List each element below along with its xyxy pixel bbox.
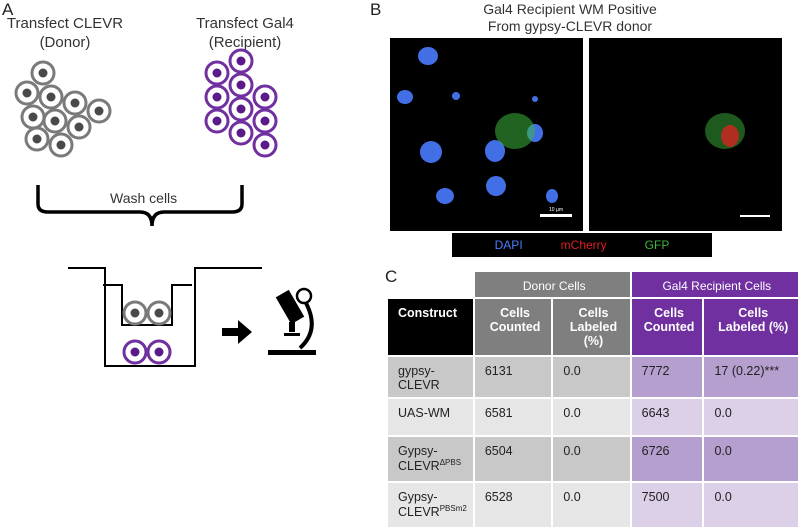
recipient-cells-header: Gal4 Recipient Cells [631, 272, 798, 297]
table-row: gypsy-CLEVR 6131 0.0 7772 17 (0.22)*** [388, 357, 798, 397]
recipient-counted-cell: 6726 [631, 437, 703, 481]
donor-labeled-cell: 0.0 [553, 357, 630, 397]
donor-label-line2: (Donor) [39, 34, 91, 51]
panel-b-letter: B [370, 0, 382, 19]
panel-a-letter: A [2, 0, 14, 19]
panel-c-letter: C [385, 267, 398, 286]
donor-cells-header: Donor Cells [474, 272, 630, 297]
arrow-icon [222, 320, 252, 344]
recipient-label: Transfect Gal4 (Recipient) [180, 14, 310, 52]
construct-superscript: PBSm2 [439, 504, 467, 513]
donor-labeled-cell: 0.0 [553, 483, 630, 527]
table-row: Gypsy-CLEVRΔPBS 6504 0.0 6726 0.0 [388, 437, 798, 481]
scale-bar [540, 214, 572, 217]
donor-counted-header: Cells Counted [474, 299, 552, 355]
scale-bar [740, 215, 770, 217]
wash-label: Wash cells [110, 190, 178, 206]
construct-cell: gypsy-CLEVR [388, 357, 473, 397]
mcherry-signal [721, 125, 739, 147]
donor-labeled-header: Cells Labeled (%) [553, 299, 630, 355]
recipient-counted-header: Cells Counted [631, 299, 703, 355]
panel-b-title-line1: Gal4 Recipient WM Positive [483, 1, 657, 17]
table-row: UAS-WM 6581 0.0 6643 0.0 [388, 399, 798, 435]
gfp-cell [495, 113, 535, 149]
donor-counted-cell: 6131 [474, 357, 552, 397]
microscope-icon [268, 287, 316, 355]
legend-gfp: GFP [644, 238, 670, 252]
construct-superscript: ΔPBS [439, 458, 462, 467]
transwell-diagram [68, 267, 262, 367]
legend-mcherry: mCherry [560, 238, 607, 252]
recipient-counted-cell: 6643 [631, 399, 703, 435]
construct-cell: Gypsy-CLEVRPBSm2 [388, 483, 473, 527]
recipient-cell-cluster [204, 48, 278, 158]
recipient-labeled-cell: 17 (0.22)*** [704, 357, 798, 397]
construct-cell: UAS-WM [388, 399, 473, 435]
construct-header: Construct [388, 299, 473, 355]
donor-counted-cell: 6504 [474, 437, 552, 481]
recipient-counted-cell: 7772 [631, 357, 703, 397]
recipient-labeled-cell: 0.0 [704, 483, 798, 527]
donor-label-line1: Transfect CLEVR [6, 15, 124, 32]
donor-label: Transfect CLEVR (Donor) [0, 14, 130, 52]
micrograph-merged: 10 µm [390, 38, 583, 231]
donor-cell-cluster [14, 60, 112, 158]
recipient-labeled-cell: 0.0 [704, 399, 798, 435]
channel-legend: DAPI mCherry GFP [452, 233, 712, 257]
recipient-labeled-header: Cells Labeled (%) [704, 299, 798, 355]
panel-a-schematic [14, 48, 316, 367]
panel-b-title-line2: From gypsy-CLEVR donor [487, 18, 653, 34]
cell-count-table: Donor Cells Gal4 Recipient Cells Constru… [386, 270, 800, 529]
group-header-row: Donor Cells Gal4 Recipient Cells [388, 272, 798, 297]
donor-counted-cell: 6528 [474, 483, 552, 527]
scale-bar-text: 10 µm [549, 207, 563, 213]
donor-labeled-cell: 0.0 [553, 399, 630, 435]
table-row: Gypsy-CLEVRPBSm2 6528 0.0 7500 0.0 [388, 483, 798, 527]
legend-dapi: DAPI [494, 238, 523, 252]
micrograph-mcherry-gfp [589, 38, 782, 231]
panel-b-title: Gal4 Recipient WM Positive From gypsy-CL… [420, 1, 720, 35]
recipient-labeled-cell: 0.0 [704, 437, 798, 481]
column-header-row: Construct Cells Counted Cells Labeled (%… [388, 299, 798, 355]
construct-cell: Gypsy-CLEVRΔPBS [388, 437, 473, 481]
donor-counted-cell: 6581 [474, 399, 552, 435]
recipient-label-line1: Transfect Gal4 [196, 15, 294, 32]
donor-labeled-cell: 0.0 [553, 437, 630, 481]
wash-bracket [36, 185, 244, 227]
recipient-counted-cell: 7500 [631, 483, 703, 527]
recipient-label-line2: (Recipient) [208, 34, 282, 51]
dapi-nuclei [397, 47, 558, 204]
